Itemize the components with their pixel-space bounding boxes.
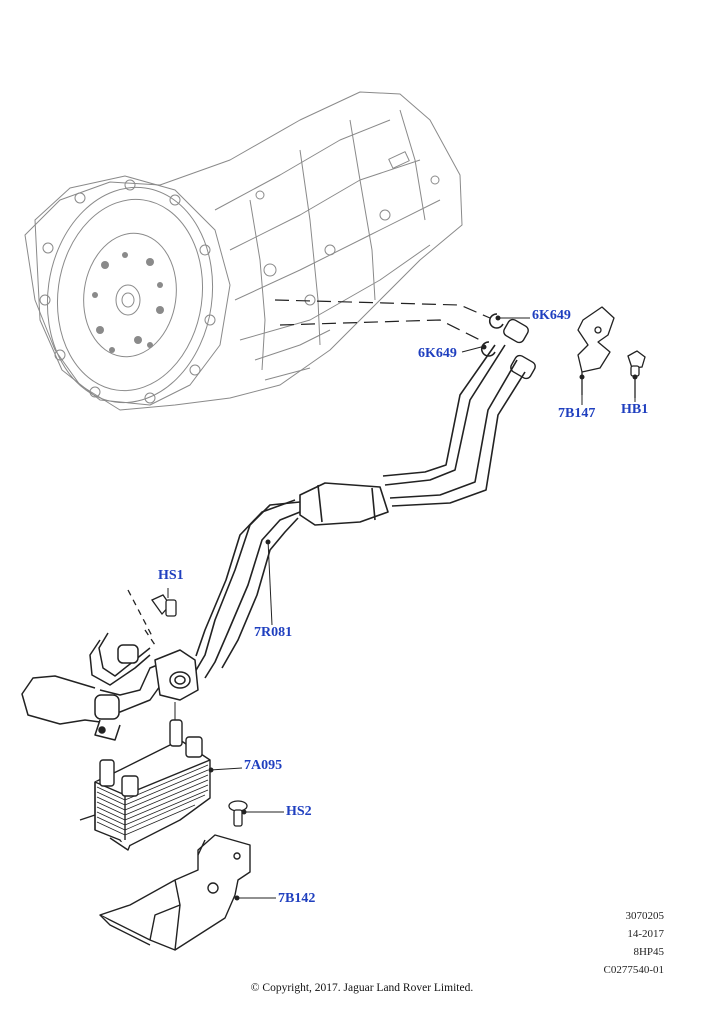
cooler-pipe-assembly[interactable] — [194, 344, 526, 679]
bracket-7b147-icon[interactable] — [577, 306, 615, 395]
ref-number: 3070205 — [625, 910, 665, 922]
screw-hs1-icon[interactable] — [127, 589, 177, 646]
label-hb1[interactable]: HB1 — [621, 402, 649, 417]
ref-model: 8HP45 — [633, 946, 664, 958]
label-hs2[interactable]: HS2 — [286, 804, 312, 819]
clip-icon[interactable] — [480, 313, 504, 357]
label-7b147[interactable]: 7B147 — [558, 406, 596, 421]
oil-cooler-icon[interactable] — [79, 719, 211, 851]
label-hs1[interactable]: HS1 — [158, 568, 184, 583]
pipe-end-fittings — [503, 318, 536, 380]
connection-dash-lines — [274, 299, 491, 341]
cooler-bracket-icon[interactable] — [99, 834, 251, 951]
label-6k649-upper[interactable]: 6K649 — [532, 308, 571, 323]
copyright-notice: © Copyright, 2017. Jaguar Land Rover Lim… — [250, 982, 474, 994]
screw-hs2-icon[interactable] — [228, 800, 248, 827]
ref-illustration-id: C0277540-01 — [603, 964, 665, 976]
transmission-ghost — [24, 91, 463, 411]
label-7b142[interactable]: 7B142 — [278, 891, 316, 906]
cooler-hoses[interactable] — [21, 632, 199, 741]
label-7r081[interactable]: 7R081 — [254, 625, 293, 640]
ref-date: 14-2017 — [627, 928, 664, 940]
label-6k649-lower[interactable]: 6K649 — [418, 346, 457, 361]
label-7a095[interactable]: 7A095 — [244, 758, 283, 773]
bolt-hb1-icon[interactable] — [627, 350, 646, 398]
label-leader-lines — [167, 317, 636, 899]
leader-dots — [208, 315, 638, 901]
